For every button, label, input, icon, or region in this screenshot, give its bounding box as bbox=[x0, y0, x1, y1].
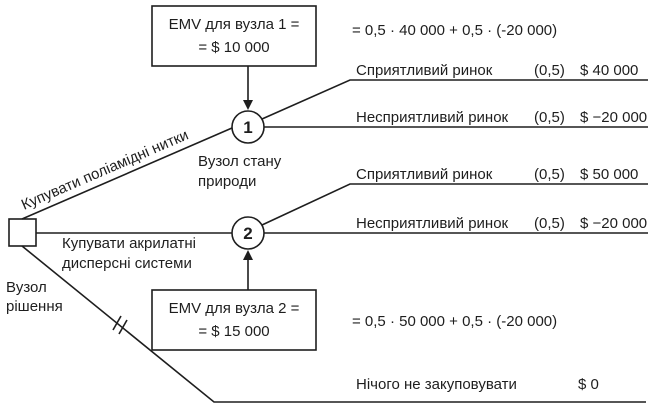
branch-value-buy-nothing: $ 0 bbox=[578, 376, 599, 393]
emv-node-1-formula: = 0,5 · 40 000 + 0,5 · (-20 000) bbox=[352, 22, 557, 39]
arrow-head-node-1 bbox=[243, 100, 253, 110]
branch-label-buy-acrylic-line2: дисперсні системи bbox=[62, 255, 192, 272]
emv-node-2-line2: = $ 15 000 bbox=[198, 323, 269, 340]
chance-node-label-line1: Вузол стану bbox=[198, 153, 282, 170]
emv-node-2-formula: = 0,5 · 50 000 + 0,5 · (-20 000) bbox=[352, 313, 557, 330]
branch-label-buy-polyamide: Купувати поліамідні нитки bbox=[19, 126, 191, 213]
branch-buy-polyamide bbox=[21, 127, 233, 220]
branch-buy-nothing bbox=[21, 245, 646, 403]
outcome-n1-unfavorable-label: Несприятливий ринок bbox=[356, 109, 509, 126]
emv-node-1-line1: EMV для вузла 1 = bbox=[169, 16, 300, 33]
outcome-n2-unfavorable-prob: (0,5) bbox=[534, 215, 565, 232]
outcome-n2-favorable-label: Сприятливий ринок bbox=[356, 166, 493, 183]
outcome-n1-favorable-value: $ 40 000 bbox=[580, 62, 638, 79]
chance-node-2-number: 2 bbox=[243, 224, 252, 243]
outcome-n2-unfavorable-value: $ −20 000 bbox=[580, 215, 647, 232]
outcome-n2-favorable-line bbox=[261, 183, 648, 226]
outcome-n2-favorable-prob: (0,5) bbox=[534, 166, 565, 183]
outcome-n2-unfavorable-label: Несприятливий ринок bbox=[356, 215, 509, 232]
emv-box-node-1 bbox=[151, 5, 317, 67]
emv-node-2-line1: EMV для вузла 2 = bbox=[169, 300, 300, 317]
outcome-n1-unfavorable-prob: (0,5) bbox=[534, 109, 565, 126]
decision-node-label-line2: рішення bbox=[6, 298, 63, 315]
branch-label-buy-acrylic-line1: Купувати акрилатні bbox=[62, 235, 196, 252]
decision-node-label-line1: Вузол bbox=[6, 279, 47, 296]
outcome-n1-unfavorable-value: $ −20 000 bbox=[580, 109, 647, 126]
chance-node-1-number: 1 bbox=[243, 118, 252, 137]
pruned-mark-2 bbox=[118, 319, 128, 335]
emv-node-1-line2: = $ 10 000 bbox=[198, 39, 269, 56]
outcome-n1-favorable-line bbox=[261, 79, 648, 120]
branch-label-buy-nothing: Нічого не закуповувати bbox=[356, 376, 517, 393]
emv-box-node-2 bbox=[151, 289, 317, 351]
outcome-n2-favorable-value: $ 50 000 bbox=[580, 166, 638, 183]
outcome-n1-favorable-prob: (0,5) bbox=[534, 62, 565, 79]
pruned-mark-1 bbox=[112, 315, 122, 331]
outcome-n1-favorable-label: Сприятливий ринок bbox=[356, 62, 493, 79]
decision-node-square bbox=[8, 218, 37, 247]
arrow-head-node-2 bbox=[243, 250, 253, 260]
chance-node-label-line2: природи bbox=[198, 173, 256, 190]
